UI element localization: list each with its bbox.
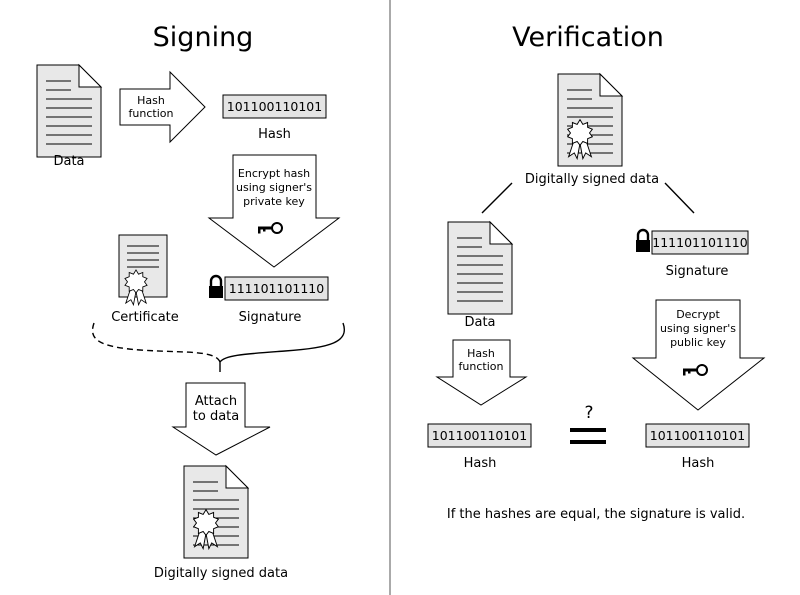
computed-hash-box (427, 423, 532, 448)
split-line-left (481, 182, 513, 214)
decrypt-label-line2: using signer's (660, 322, 736, 335)
verify-hash-function-line2: function (459, 360, 504, 373)
verification-conclusion: If the hashes are equal, the signature i… (447, 507, 745, 522)
certificate-label: Certificate (111, 310, 179, 325)
equality-question-mark: ? (584, 403, 593, 423)
computed-hash-label: Hash (464, 456, 497, 471)
signed-data-label: Digitally signed data (154, 566, 288, 581)
equals-sign-bottom (570, 440, 606, 444)
verify-hash-function-line1: Hash (467, 347, 495, 360)
verify-signed-document-icon (557, 73, 623, 167)
split-line-right (664, 182, 695, 214)
verify-data-document-icon (447, 221, 513, 315)
verify-signature-value: 111101101110 (652, 235, 747, 250)
attach-to-data-arrow (171, 382, 271, 456)
certificate-brace (91, 322, 221, 363)
signature-label: Signature (239, 310, 302, 325)
computed-hash-value: 101100110101 (432, 428, 527, 443)
verify-hash-function-arrow (435, 339, 528, 406)
verify-signed-data-label: Digitally signed data (525, 172, 659, 187)
verify-data-label: Data (464, 315, 495, 330)
hash-function-label-line1: Hash (137, 94, 165, 107)
decrypted-hash-label: Hash (682, 456, 715, 471)
hash-function-arrow (119, 70, 206, 144)
equals-sign-top (570, 428, 606, 432)
verification-title: Verification (512, 22, 664, 53)
signature-value: 111101101110 (229, 281, 324, 296)
attach-label-line1: Attach (195, 394, 237, 409)
signature-value-box (224, 276, 329, 301)
decrypt-arrow (631, 299, 766, 411)
certificate-icon (118, 234, 168, 306)
encrypt-label-line2: using signer's (236, 181, 312, 194)
encrypt-label-line1: Encrypt hash (238, 167, 310, 180)
verify-lock-icon (634, 228, 652, 254)
encrypt-label-line3: private key (243, 195, 305, 208)
data-label: Data (53, 154, 84, 169)
verify-signature-label: Signature (666, 264, 729, 279)
lock-icon (207, 274, 225, 300)
signed-document-icon (183, 465, 249, 559)
decrypt-label-line1: Decrypt (676, 308, 720, 321)
decrypt-label-line3: public key (670, 336, 726, 349)
decrypted-hash-box (645, 423, 750, 448)
decrypted-hash-value: 101100110101 (650, 428, 745, 443)
hash-value: 101100110101 (227, 99, 322, 114)
data-document-icon (36, 64, 102, 158)
hash-value-box (222, 94, 327, 119)
signing-title: Signing (153, 22, 254, 53)
verify-signature-value-box (651, 230, 749, 255)
hash-function-label-line2: function (129, 107, 174, 120)
signature-brace (219, 322, 345, 372)
hash-label: Hash (258, 127, 291, 142)
encrypt-hash-arrow (207, 154, 341, 268)
attach-label-line2: to data (193, 409, 239, 424)
